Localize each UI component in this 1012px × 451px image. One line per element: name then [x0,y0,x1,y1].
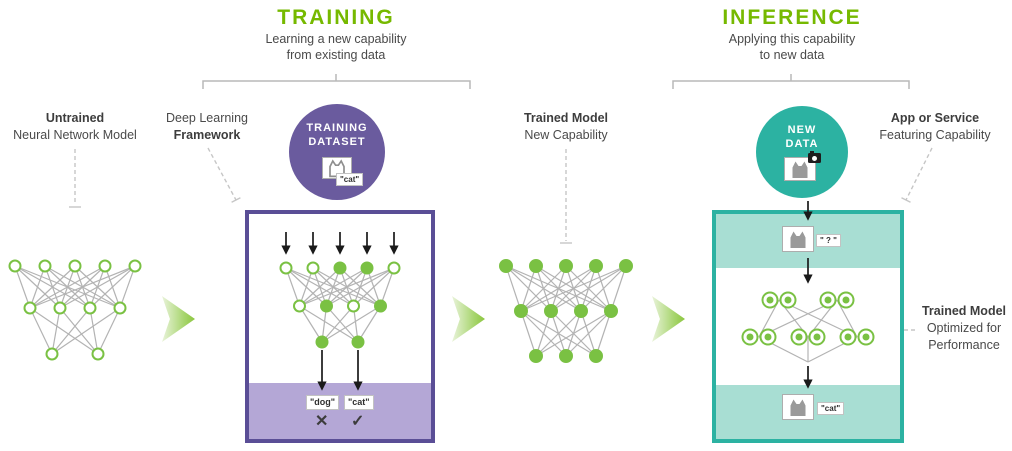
untrained-network [10,261,141,360]
app-label-title: App or Service [858,110,1012,127]
framework-connector-cap [232,198,241,203]
flow-chevron-1 [162,296,195,342]
app-service-label: App or Service Featuring Capability [858,110,1012,144]
untrained-label-subtitle: Neural Network Model [0,127,150,144]
flow-chevron-2 [452,296,485,342]
inference-section-title: INFERENCE [672,6,912,30]
framework-label-line2: Framework [148,127,266,144]
trained-label-subtitle: New Capability [491,127,641,144]
trained-label-title: Trained Model [491,110,641,127]
framework-label: Deep Learning Framework [148,110,266,144]
wrong-mark: ✕ [315,414,328,430]
dataset-circle-line1: TRAINING [289,121,385,135]
training-section-subtitle: Learning a new capability from existing … [216,31,456,64]
untrained-label-title: Untrained [0,110,150,127]
section-brackets [203,74,909,89]
new-data-photo-icon [784,157,816,181]
training-subtitle-line2: from existing data [216,47,456,63]
framework-connector [208,148,236,200]
trained-network [500,260,632,362]
cat-silhouette-icon [783,395,813,419]
app-label-subtitle: Featuring Capability [858,127,1012,144]
cat-silhouette-icon [783,227,813,251]
newdata-circle-line1: NEW [756,123,848,137]
training-subtitle-line1: Learning a new capability [216,31,456,47]
training-box [245,210,435,443]
training-result-band [249,383,431,439]
cat-result-tag: "cat" [344,395,374,410]
inference-bracket [673,74,909,89]
optimized-label-line1: Optimized for [916,320,1012,337]
optimized-model-label: Trained Model Optimized for Performance [916,303,1012,354]
flow-chevron-3 [652,296,685,342]
app-connector-cap [902,198,911,202]
inference-cat-tag: "cat" [817,402,844,415]
newdata-circle-line2: DATA [756,137,848,151]
dog-result-tag: "dog" [306,395,339,410]
untrained-model-label: Untrained Neural Network Model [0,110,150,144]
training-section-title: TRAINING [216,6,456,30]
question-tag: " ? " [816,234,841,247]
new-data-circle: NEW DATA [756,106,848,198]
optimized-label-line2: Performance [916,337,1012,354]
dataset-circle-line2: DATASET [289,135,385,149]
inference-subtitle-line2: to new data [672,47,912,63]
framework-label-line1: Deep Learning [148,110,266,127]
dataset-cat-tag: "cat" [336,173,363,186]
camera-icon [808,153,821,163]
app-connector [906,148,932,200]
optimized-label-title: Trained Model [916,303,1012,320]
inference-section-subtitle: Applying this capability to new data [672,31,912,64]
trained-model-label: Trained Model New Capability [491,110,641,144]
training-bracket [203,74,470,89]
new-input-photo-icon [782,226,814,252]
inference-subtitle-line1: Applying this capability [672,31,912,47]
recognized-cat-photo-icon [782,394,814,420]
training-dataset-circle: TRAINING DATASET "cat" [289,104,385,200]
check-mark: ✓ [351,414,364,430]
